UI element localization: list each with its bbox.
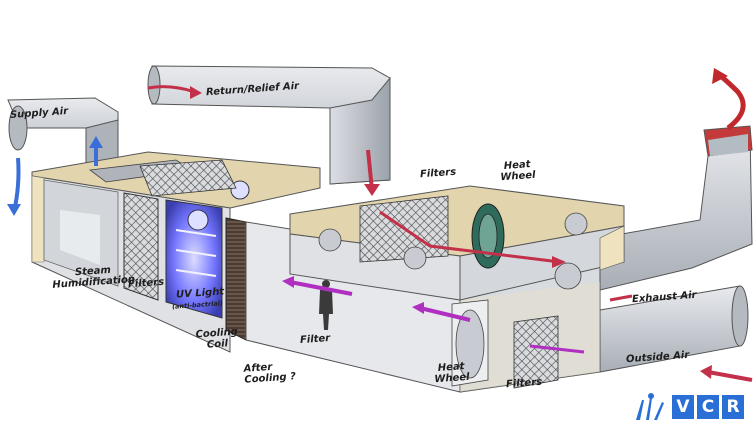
exhaust-duct (599, 125, 753, 291)
outside-air-arrow (700, 365, 753, 382)
person-silhouette (319, 280, 333, 330)
logo-letter-c: C (697, 395, 719, 419)
logo-letter-v: V (672, 395, 694, 419)
after-cooling-label: After Cooling ? (243, 360, 296, 386)
upper-module (289, 185, 625, 301)
heat-wheel-bottom-label: Heat Wheel (433, 361, 470, 385)
outside-air-duct (599, 285, 749, 373)
cooling-coil (225, 217, 247, 341)
flow-arrows-internal (282, 210, 585, 354)
vcr-logo: V C R (632, 392, 750, 422)
logo-figure-icon (636, 393, 664, 420)
supply-air-arrows (7, 136, 103, 216)
cooling-line2: Coil (206, 338, 229, 351)
return-air-arrows (147, 85, 380, 196)
filter-label: Filter (299, 332, 331, 347)
return-relief-duct (147, 65, 391, 185)
heat-wheel-top-label: Heat Wheel (499, 159, 536, 183)
cooling-coil-label: Cooling Coil (195, 327, 239, 352)
ahu-main-body (31, 151, 321, 353)
exhaust-air-arrow (609, 68, 746, 302)
logo-letter-r: R (722, 395, 744, 419)
